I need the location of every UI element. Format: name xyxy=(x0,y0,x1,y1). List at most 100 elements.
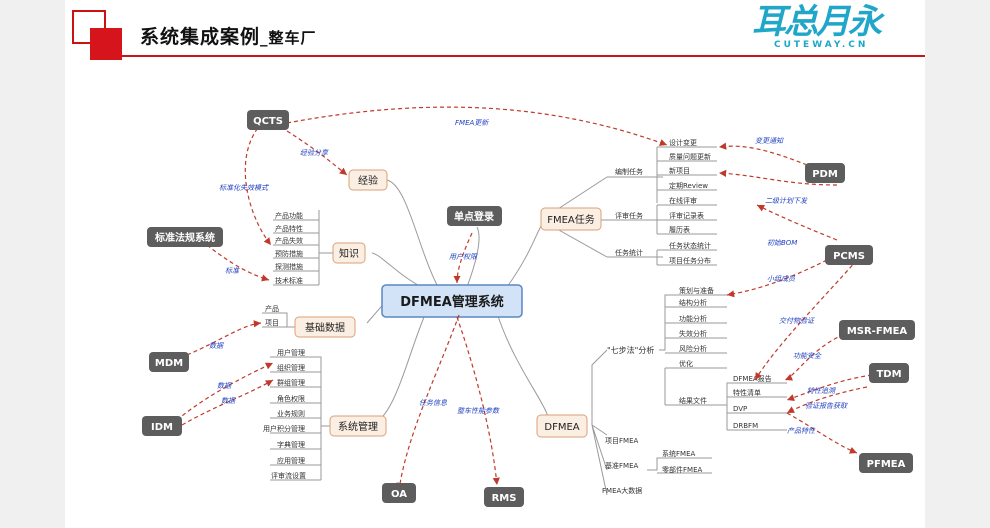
task-item: 任务状态统计 xyxy=(669,241,711,250)
node-pfmea: PFMEA xyxy=(859,453,913,473)
task-items: 设计变更 质量问题更新 新项目 定期Review 在线评审 评审记录表 履历表 … xyxy=(669,138,711,265)
branch-basic-label: 基础数据 xyxy=(305,321,345,334)
knowledge-item: 产品功能 xyxy=(275,211,303,220)
result-item: DVP xyxy=(733,405,747,413)
sys-item: 应用管理 xyxy=(277,456,305,465)
header-square-outline xyxy=(72,10,106,44)
center-node xyxy=(381,284,523,318)
node-mdm-label: MDM xyxy=(155,358,183,369)
sys-item: 角色权限 xyxy=(277,394,305,403)
logo-text: CUTEWAY.CN xyxy=(774,40,869,50)
node-pcms-label: PCMS xyxy=(833,251,865,262)
branch-knowledge-label: 知识 xyxy=(339,247,359,260)
branch-knowledge: 知识 xyxy=(332,242,366,264)
edge-label: 特性追溯 xyxy=(807,387,836,395)
edge-label: 小组成员 xyxy=(767,275,796,283)
relation-edges xyxy=(176,106,873,491)
node-oa: OA xyxy=(382,483,416,503)
knowledge-item: 预防措施 xyxy=(275,249,303,258)
node-oa-label: OA xyxy=(391,489,407,500)
edge-label: 二级计划下发 xyxy=(765,197,808,205)
branch-sysmgmt: 系统管理 xyxy=(329,415,387,437)
node-msr-label: MSR-FMEA xyxy=(847,326,908,337)
node-mdm: MDM xyxy=(149,352,189,372)
branch-dfmea: DFMEA xyxy=(536,414,588,438)
edge-label: 产品特性 xyxy=(787,427,816,435)
task-item: 质量问题更新 xyxy=(669,152,711,161)
sys-item: 组织管理 xyxy=(277,363,305,372)
task-item: 在线评审 xyxy=(669,196,697,205)
node-sso-label: 单点登录 xyxy=(454,210,494,223)
seven-items: 策划与准备 结构分析 功能分析 失效分析 风险分析 优化 结果文件 xyxy=(679,286,714,405)
mindmap-svg: DFMEA管理系统 经验 知识 基础数据 系统管理 FMEA任务 DFMEA 产… xyxy=(142,106,915,507)
task-item: 项目任务分布 xyxy=(669,256,711,265)
edge-label: 数据 xyxy=(217,382,232,390)
center-node-label: DFMEA管理系统 xyxy=(400,294,504,310)
knowledge-item: 探测措施 xyxy=(275,262,303,271)
external-nodes: QCTS 标准法规系统 MDM IDM 单点登录 OA RMS PDM PCMS… xyxy=(142,110,915,507)
node-msr: MSR-FMEA xyxy=(839,320,915,340)
task-item: 履历表 xyxy=(669,225,690,234)
branch-experience-label: 经验 xyxy=(358,174,378,187)
company-logo: 耳总月永 CUTEWAY.CN xyxy=(752,2,882,50)
task-group-stats: 任务统计 xyxy=(615,248,643,257)
node-pdm: PDM xyxy=(805,163,845,183)
sys-item: 群组管理 xyxy=(277,378,305,387)
node-idm-label: IDM xyxy=(151,422,173,433)
dfmea-items: 项目FMEA 基准FMEA 系统FMEA 零部件FMEA FMEA大数据 xyxy=(602,437,702,495)
node-sso: 单点登录 xyxy=(447,206,502,226)
edge-label: 经验分享 xyxy=(300,149,329,157)
node-rms-label: RMS xyxy=(492,493,517,504)
node-rms: RMS xyxy=(484,487,524,507)
edge-label: 标准 xyxy=(225,267,240,275)
slide-title-sub: _整车厂 xyxy=(260,29,317,47)
edge-label: 用户权限 xyxy=(449,253,478,261)
sys-item: 字典管理 xyxy=(277,440,305,449)
seven-item: 结构分析 xyxy=(679,298,707,307)
task-item: 设计变更 xyxy=(669,138,697,147)
edge-label: 验证报告获取 xyxy=(805,402,848,410)
dfmea-item-project: 项目FMEA xyxy=(605,437,638,445)
edge-label: 功能安全 xyxy=(793,352,822,360)
seven-item: 失效分析 xyxy=(679,329,707,338)
right-margin xyxy=(925,0,990,528)
node-qcts-label: QCTS xyxy=(253,116,283,127)
dfmea-item-bigdata: FMEA大数据 xyxy=(602,486,642,495)
task-item: 新项目 xyxy=(669,166,690,175)
branch-experience: 经验 xyxy=(348,169,388,191)
sys-item: 用户积分管理 xyxy=(263,424,305,433)
result-items: DFMEA报告 特性清单 DVP DRBFM xyxy=(733,374,772,430)
slide-title-main: 系统集成案例 xyxy=(140,26,261,48)
task-groups: 编制任务 评审任务 任务统计 xyxy=(615,167,643,257)
result-item: DFMEA报告 xyxy=(733,374,772,383)
branch-basic: 基础数据 xyxy=(294,316,356,338)
logo-mark: 耳总月永 xyxy=(752,2,882,42)
mindmap-canvas: DFMEA管理系统 经验 知识 基础数据 系统管理 FMEA任务 DFMEA 产… xyxy=(137,75,923,515)
edge-label: 初始BOM xyxy=(767,239,797,247)
edge-label: 数据 xyxy=(209,342,224,350)
task-group-review: 评审任务 xyxy=(615,211,643,220)
edge-label: 整车性能参数 xyxy=(457,407,500,415)
branch-dfmea-label: DFMEA xyxy=(544,422,579,433)
result-item: 特性清单 xyxy=(733,388,761,397)
sys-item: 用户管理 xyxy=(277,348,305,357)
knowledge-item: 技术标准 xyxy=(275,276,303,285)
basic-item: 项目 xyxy=(265,319,279,327)
seven-item: 风险分析 xyxy=(679,344,707,353)
edge-label: 数据 xyxy=(221,397,236,405)
node-tdm-label: TDM xyxy=(876,369,901,380)
edge-label: 标准化失效模式 xyxy=(219,184,269,192)
edge-label: 变更通知 xyxy=(755,137,784,145)
seven-item: 功能分析 xyxy=(679,314,707,323)
sys-items: 用户管理 组织管理 群组管理 角色权限 业务规则 用户积分管理 字典管理 应用管… xyxy=(263,348,306,480)
edge-label: FMEA更新 xyxy=(455,119,489,127)
node-qcts: QCTS xyxy=(247,110,289,130)
edge-label: 交付物验证 xyxy=(779,317,815,325)
header-square-filled xyxy=(90,28,122,60)
seven-item: 优化 xyxy=(679,359,693,368)
edge-label: 任务信息 xyxy=(419,399,447,407)
dfmea-item-baseline: 基准FMEA xyxy=(605,461,638,470)
node-pfmea-label: PFMEA xyxy=(867,459,906,470)
dfmea-item-parts: 零部件FMEA xyxy=(662,465,702,474)
branch-fmeatask-label: FMEA任务 xyxy=(547,213,595,226)
